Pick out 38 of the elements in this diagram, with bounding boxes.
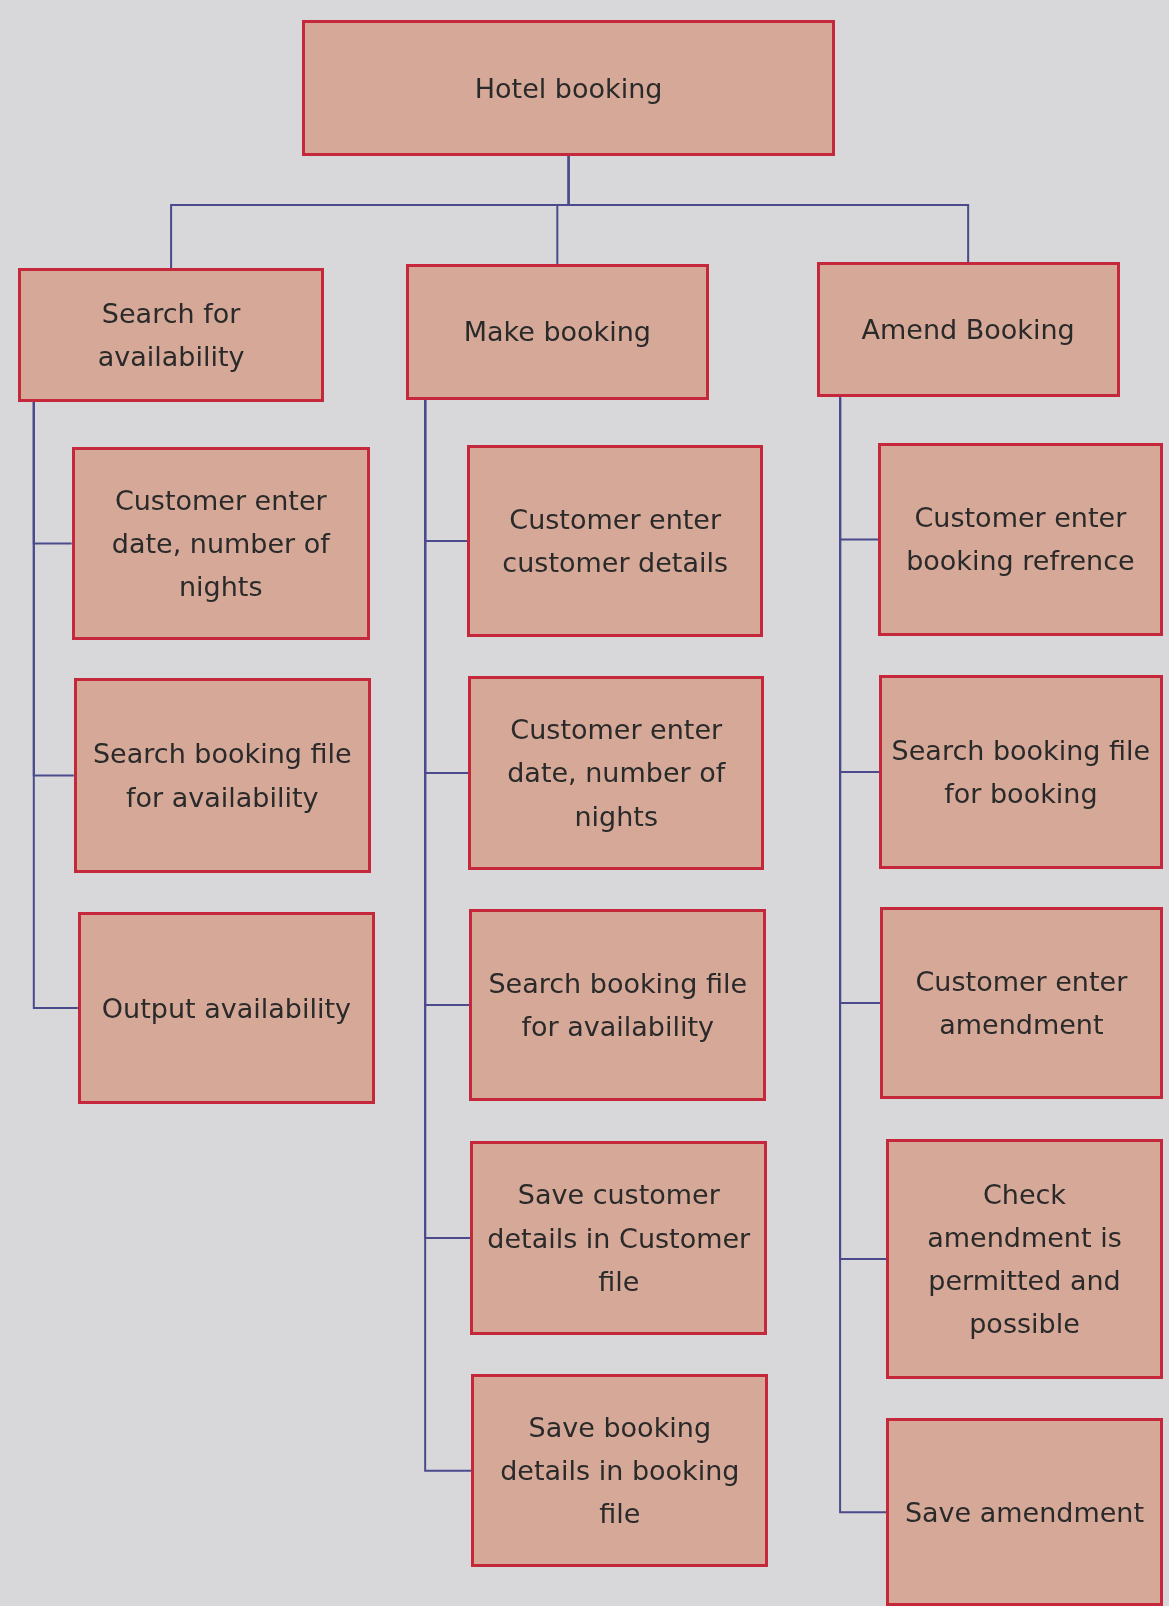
connector-line: [839, 396, 888, 1514]
process-box: [880, 906, 1163, 1100]
process-box: [886, 1139, 1163, 1379]
process-box: [405, 264, 709, 400]
box-label: Search booking file for booking: [890, 733, 1152, 811]
connector-line: [32, 400, 79, 1010]
process-box: [878, 442, 1163, 637]
box-label: Customer enter amendment: [914, 964, 1129, 1042]
box-label: Customer enter customer details: [501, 502, 730, 580]
process-box: [816, 262, 1120, 398]
box-label: Customer enter date, number of nights: [506, 713, 727, 834]
box-label: Output availability: [101, 991, 351, 1026]
process-box: [18, 268, 324, 402]
process-box: [467, 444, 764, 638]
connector-line: [424, 398, 473, 1472]
box-label: Customer enter date, number of nights: [110, 483, 332, 605]
process-box: [470, 1141, 768, 1335]
box-label: Search for availability: [96, 296, 246, 374]
process-box: [77, 911, 375, 1105]
box-label: Customer enter booking refrence: [905, 501, 1136, 579]
box-label: Hotel booking: [474, 71, 663, 106]
box-label: Search booking file for availability: [487, 966, 749, 1044]
root-box: [302, 20, 835, 156]
process-box: [879, 675, 1163, 869]
process-box: [71, 446, 370, 641]
box-label: Save customer details in Customer file: [486, 1178, 752, 1299]
process-box: [471, 1373, 769, 1568]
box-label: Search booking file for availability: [92, 737, 353, 815]
process-box: [73, 678, 371, 873]
process-box: [468, 676, 765, 870]
box-label: Check amendment is permitted and possible: [926, 1177, 1123, 1342]
box-label: Make booking: [463, 315, 651, 350]
box-label: Save booking details in booking file: [499, 1410, 741, 1532]
process-box: [469, 908, 767, 1102]
process-box: [886, 1417, 1163, 1606]
box-label: Save amendment: [904, 1495, 1145, 1530]
box-label: Amend Booking: [861, 313, 1075, 348]
connector-line: [567, 154, 970, 264]
